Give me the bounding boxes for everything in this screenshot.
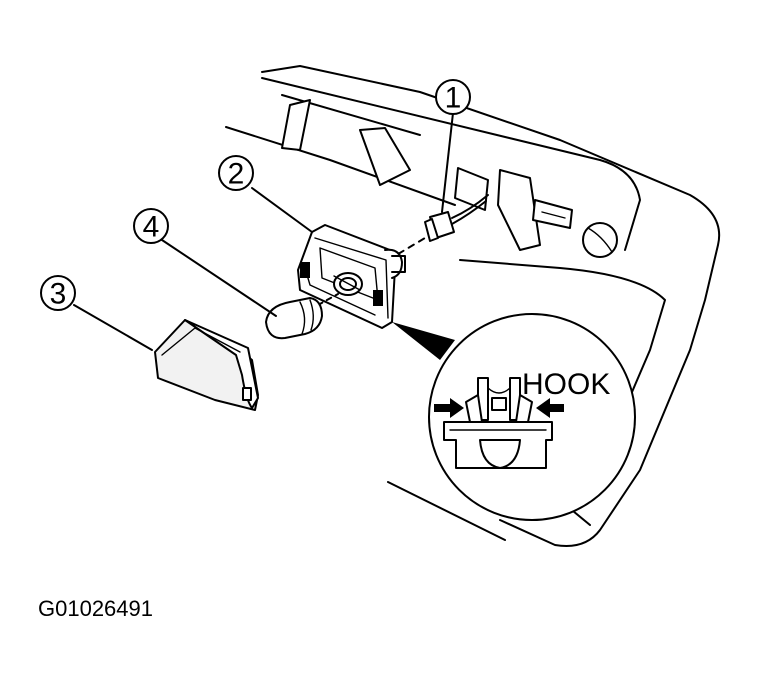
- bulb: [265, 297, 323, 340]
- callout-3: 3: [40, 275, 76, 311]
- callout-4-number: 4: [143, 211, 160, 244]
- callout-1: 1: [435, 79, 471, 115]
- hook-label: HOOK: [522, 368, 610, 401]
- callout-2: 2: [218, 155, 254, 191]
- connector: [387, 194, 489, 261]
- socket-housing: [297, 224, 406, 329]
- callout-3-number: 3: [50, 278, 67, 311]
- hook-detail-inset: HOOK: [428, 313, 636, 521]
- callout-1-number: 1: [445, 82, 462, 115]
- callout-2-number: 2: [228, 158, 245, 191]
- lens-cover: [154, 319, 259, 411]
- figure-id: G01026491: [38, 596, 153, 621]
- leader-lines: [73, 112, 455, 360]
- callout-4: 4: [133, 208, 169, 244]
